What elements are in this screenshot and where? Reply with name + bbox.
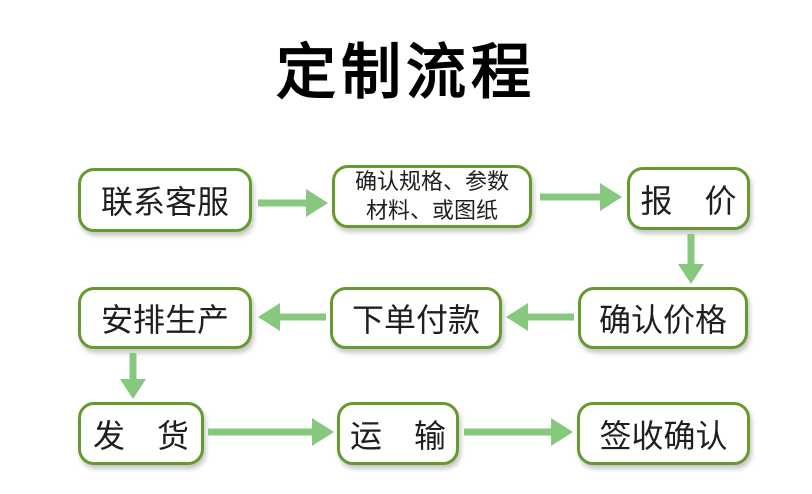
arrow-head xyxy=(506,303,528,331)
page-title: 定制流程 xyxy=(276,39,536,106)
arrow-shaft xyxy=(464,428,553,436)
arrow-shaft xyxy=(208,428,314,436)
arrow-head xyxy=(120,379,146,399)
flow-step-arrange-production: 安排生产 xyxy=(78,287,252,349)
arrow-left-confirm-price-to-order-icon xyxy=(506,303,574,331)
flow-step-label-line2: 材料、或图纸 xyxy=(365,197,498,223)
arrow-shaft xyxy=(129,353,137,381)
arrow-head xyxy=(306,189,328,217)
flow-step-label: 发 货 xyxy=(92,417,189,454)
arrow-shaft xyxy=(526,313,574,321)
flow-step-label-line1: 确认规格、参数 xyxy=(354,168,509,194)
arrow-shaft xyxy=(278,313,326,321)
flow-step-confirm-price: 确认价格 xyxy=(578,287,748,349)
arrow-shaft xyxy=(258,199,308,207)
flow-step-order-pay: 下单付款 xyxy=(330,287,502,349)
flow-step-contact-service: 联系客服 xyxy=(78,168,252,232)
flow-step-label: 签收确认 xyxy=(599,417,728,454)
arrow-right-contact-to-specs-icon xyxy=(258,189,328,217)
flow-step-label: 联系客服 xyxy=(100,184,229,220)
flow-step-receipt-confirm: 签收确认 xyxy=(577,402,750,465)
flow-step-label: 下单付款 xyxy=(351,302,480,338)
flow-step-confirm-specs: 确认规格、参数 材料、或图纸 xyxy=(332,165,532,228)
arrow-head xyxy=(551,418,573,446)
flow-step-ship: 发 货 xyxy=(78,402,204,465)
flow-step-label: 报 价 xyxy=(640,182,737,219)
arrow-right-transport-to-receipt-icon xyxy=(464,418,573,446)
arrow-head xyxy=(258,303,280,331)
arrow-shaft xyxy=(687,234,695,266)
arrow-head xyxy=(600,183,622,211)
arrow-shaft xyxy=(540,193,602,201)
arrow-right-ship-to-transport-icon xyxy=(208,418,334,446)
flow-step-label: 确认价格 xyxy=(598,302,727,338)
flow-step-label: 安排生产 xyxy=(100,302,229,338)
flow-step-transport: 运 输 xyxy=(337,402,459,465)
arrow-right-specs-to-quote-icon xyxy=(540,183,622,211)
arrow-left-order-to-arrange-icon xyxy=(258,303,326,331)
arrow-down-arrange-to-ship-icon xyxy=(119,353,147,399)
flow-step-label: 运 输 xyxy=(349,417,446,454)
arrow-head xyxy=(678,264,704,284)
flow-step-quote: 报 价 xyxy=(627,167,750,230)
arrow-head xyxy=(312,418,334,446)
arrow-down-quote-to-confirm-price-icon xyxy=(677,234,705,284)
